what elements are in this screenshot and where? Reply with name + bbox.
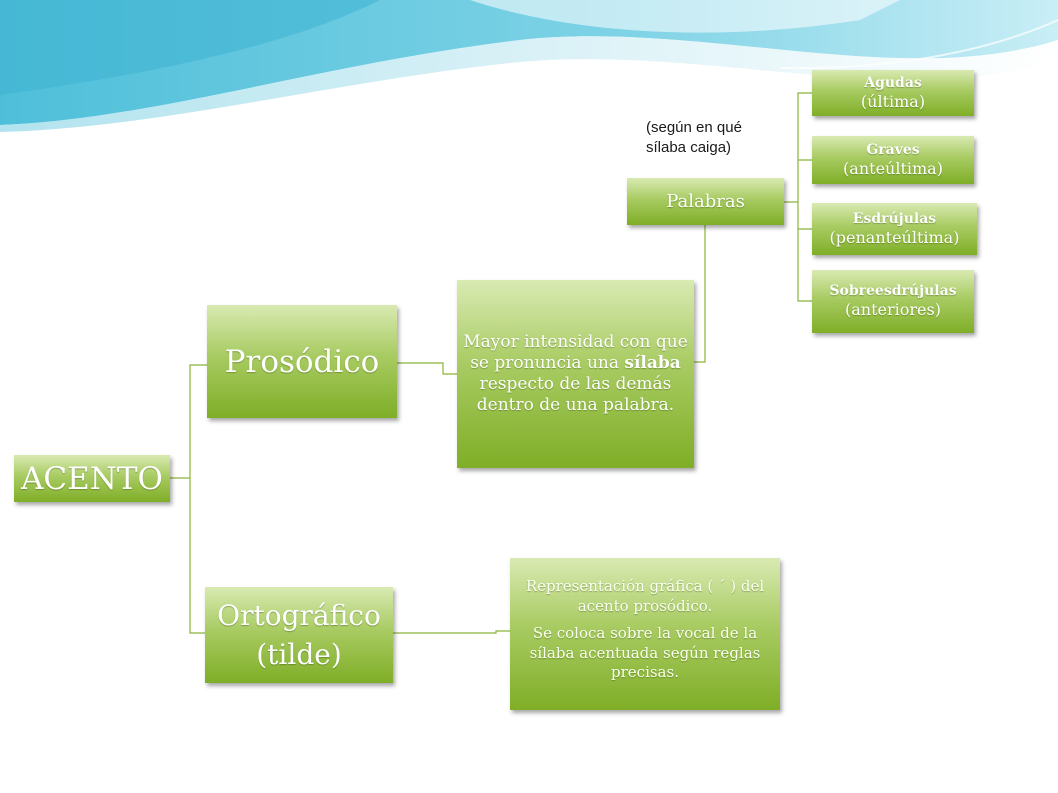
representacion-paragraph-2: Se coloca sobre la vocal de la sílaba ac…	[529, 624, 761, 682]
connector-definicion-palabras	[694, 225, 706, 363]
node-sobreesdrujulas: Sobreesdrújulas (anteriores)	[812, 270, 974, 333]
header-wave-decoration	[0, 0, 1058, 133]
node-acento: ACENTO	[14, 455, 170, 502]
representacion-paragraph-1: Representación gráfica ( ´ ) del acento …	[525, 577, 765, 615]
connector-acento-branches	[170, 364, 207, 634]
node-agudas: Agudas (última)	[812, 70, 974, 116]
node-prosodico: Prosódico	[207, 305, 397, 418]
connector-ortografico-representacion	[393, 630, 510, 634]
node-sobreesdrujulas-sub: (anteriores)	[845, 300, 941, 320]
connector-prosodico-definicion	[397, 362, 457, 375]
node-sobreesdrujulas-title: Sobreesdrújulas	[829, 283, 957, 299]
node-esdrujulas: Esdrújulas (penanteúltima)	[812, 203, 977, 255]
definicion-text-bold: sílaba	[624, 352, 681, 373]
node-ortografico: Ortográfico (tilde)	[205, 587, 393, 683]
connector-palabras-tipos	[784, 92, 812, 302]
node-ortografico-line1: Ortográfico	[217, 598, 381, 632]
node-esdrujulas-sub: (penanteúltima)	[829, 227, 960, 247]
node-palabras: Palabras	[627, 178, 784, 225]
node-representacion: Representación gráfica ( ´ ) del acento …	[510, 558, 780, 710]
node-agudas-sub: (última)	[860, 91, 926, 111]
node-esdrujulas-title: Esdrújulas	[852, 210, 937, 227]
node-palabras-label: Palabras	[666, 191, 745, 212]
node-definicion: Mayor intensidad con que se pronuncia un…	[457, 280, 694, 468]
node-prosodico-label: Prosódico	[224, 343, 380, 380]
node-ortografico-line2: (tilde)	[256, 638, 342, 671]
node-graves-title: Graves	[866, 141, 920, 158]
node-graves-sub: (anteúltima)	[843, 158, 943, 178]
node-agudas-title: Agudas	[864, 74, 922, 91]
node-definicion-text: Mayor intensidad con que se pronuncia un…	[461, 332, 690, 417]
definicion-text-after: respecto de las demás dentro de una pala…	[476, 374, 675, 416]
note-silaba: (según en qué sílaba caiga)	[646, 119, 742, 156]
definicion-text-before: Mayor intensidad con que se pronuncia un…	[463, 331, 688, 373]
node-graves: Graves (anteúltima)	[812, 136, 974, 184]
node-acento-label: ACENTO	[21, 460, 163, 497]
